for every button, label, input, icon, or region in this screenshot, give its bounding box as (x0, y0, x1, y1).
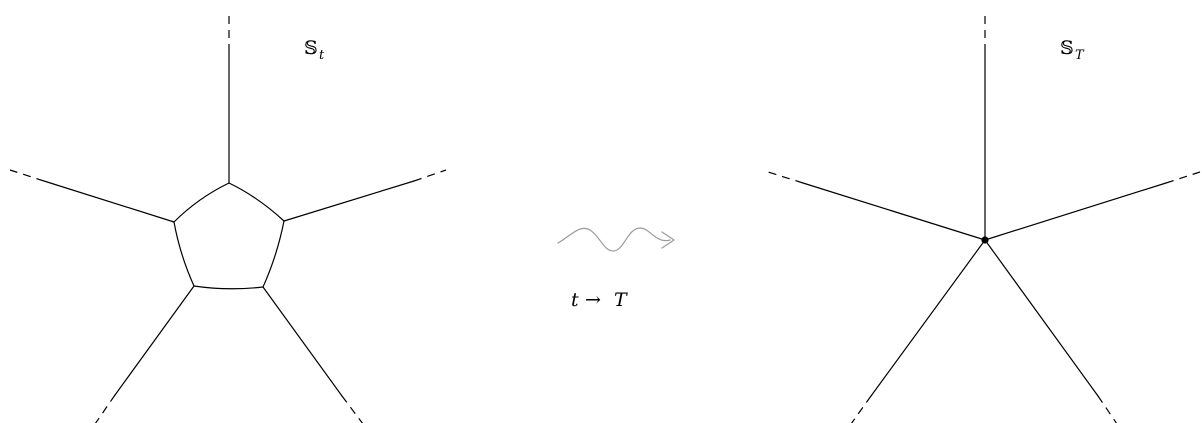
arm-bottom-left-dashed (94, 394, 116, 423)
left-label: 𝕊 t (304, 37, 325, 63)
star-arm-right (984, 182, 1167, 241)
squiggle-arrow-icon (557, 227, 671, 252)
arm-bottom-left (114, 285, 195, 396)
pentagon-edge-top-left (173, 182, 230, 223)
arm-bottom-right (262, 286, 343, 397)
star-arm-left-dashed (767, 171, 804, 184)
pentagon-edge-bottom (193, 285, 264, 290)
star-arm-left (802, 182, 986, 241)
arm-left-dashed (9, 169, 45, 182)
pentagon-edge-left (173, 221, 195, 287)
arm-right-dashed (413, 169, 447, 182)
right-label: 𝕊 T (1060, 37, 1085, 63)
left-label-symbol: 𝕊 (304, 37, 318, 59)
arm-left (43, 180, 175, 223)
right-label-symbol: 𝕊 (1060, 37, 1074, 59)
arm-right (283, 180, 415, 222)
star-arm-bottom-right-dashed (1097, 395, 1118, 423)
left-label-subscript: t (319, 48, 325, 63)
center-node (981, 236, 989, 244)
transition-caption: t → T (571, 289, 628, 311)
right-network (767, 12, 1201, 423)
right-label-subscript: T (1075, 48, 1085, 63)
star-arm-bottom-left-dashed (850, 395, 872, 423)
star-arm-right-dashed (1165, 171, 1201, 184)
transition-arrow (557, 227, 675, 252)
caption-end: T (614, 289, 628, 311)
caption-start: t (571, 289, 579, 311)
pentagon-edge-right (262, 220, 285, 288)
arrowhead-icon (661, 231, 675, 249)
star-arm-bottom-left (870, 239, 986, 397)
caption-arrow: → (585, 289, 601, 311)
arm-bottom-right-dashed (341, 395, 363, 423)
left-network (9, 12, 447, 423)
star-arm-bottom-right (984, 239, 1099, 397)
pentagon-edge-top-right (228, 182, 285, 222)
